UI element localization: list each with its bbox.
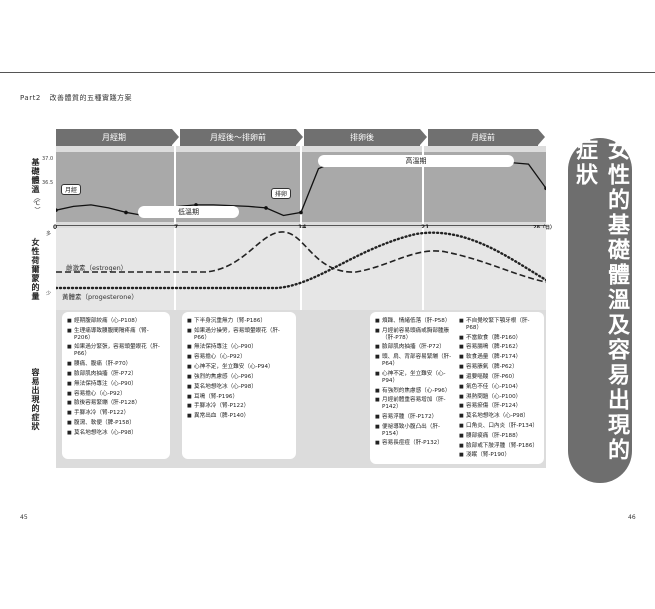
- symptom-item: 還要嘔酸（肝-P60）: [459, 374, 539, 381]
- hormone-more: 多: [46, 231, 52, 237]
- symptom-item: 莫名地想吃冰（心-P98）: [187, 384, 291, 391]
- symptom-item: 月經前容易頭痛或胸部腫脹（肝-P78）: [375, 328, 455, 342]
- symptom-item: 臉部肌肉抽搐（肝-P72）: [67, 371, 165, 378]
- hormone-chart: [56, 228, 546, 310]
- day-21: 21: [421, 224, 430, 231]
- phase-menstrual: 月經期: [56, 129, 179, 146]
- phase-pre-menstrual: 月經前: [428, 129, 545, 146]
- symptom-item: 耳鳴（腎-P196）: [187, 394, 291, 401]
- symptom-item: 經期腹部絞痛（心-P108）: [67, 318, 165, 325]
- bbt-point: [124, 210, 128, 215]
- page-title: 女性的基礎體溫及容易出現的症狀: [572, 138, 629, 463]
- symptoms-post-menstrual: 下半身沉重無力（腎-P186） 如果過分操勞，容易頭暈眼花（肝-P66） 無法保持專…: [182, 312, 296, 459]
- symptom-item: 容易瘀傷（肝-P124）: [459, 403, 539, 410]
- symptom-item: 濕熱問題（心-P100）: [459, 394, 539, 401]
- day-7: 7: [174, 224, 179, 231]
- symptom-item: 臉部或下肢浮腫（腎-P186）: [459, 443, 539, 450]
- symptom-item: 強烈的焦慮感（心-P96）: [187, 374, 291, 381]
- page-number-left: 45: [20, 514, 28, 521]
- temp-tick-37: 37.0: [42, 156, 54, 162]
- symptom-item: 臉後容易緊繃（肝-P128）: [67, 400, 165, 407]
- progesterone-label: 黃體素（progesterone）: [62, 293, 138, 301]
- symptom-item: 手腳冰冷（腎-P122）: [187, 403, 291, 410]
- symptom-item: 心神不定，坐立難安（心-P94）: [187, 364, 291, 371]
- header-part: Part2: [20, 94, 41, 102]
- symptom-item: 如果過分緊張，容易頭暈眼花（肝-P66）: [67, 344, 165, 358]
- phase-post-ovulation: 排卵後: [304, 129, 427, 146]
- estrogen-line: [56, 231, 546, 283]
- symptom-item: 不自覺咬緊下顎牙根（肝-P68）: [459, 318, 539, 332]
- symptom-item: 容易腸鳴（脾-P162）: [459, 344, 539, 351]
- symptoms-label: 容易出現的症狀: [31, 368, 40, 431]
- symptom-item: 口角炎、口內炎（肝-P134）: [459, 423, 539, 430]
- page-header: Part2 改善體質的五種實踐方案: [20, 93, 132, 103]
- symptom-item: 莫名地想吃冰（心-P98）: [67, 430, 165, 437]
- symptom-item: 腰部痠痛（肝-P188）: [459, 433, 539, 440]
- low-temp-tag: 低溫期: [138, 206, 239, 218]
- bbt-label: 基礎體溫: [31, 158, 40, 194]
- symptom-item: 下半身沉重無力（腎-P186）: [187, 318, 291, 325]
- bbt-unit-label: （℃）: [33, 194, 40, 213]
- high-temp-tag: 高溫期: [318, 155, 514, 167]
- symptoms-luteal: 煩躁、情緒低落（肝-P58） 月經前容易頭痛或胸部腫脹（肝-P78） 臉部肌肉抽搐（…: [370, 312, 544, 464]
- phase-post-menstrual: 月經後～排卵前: [180, 129, 303, 146]
- symptom-list-4: 不自覺咬緊下顎牙根（肝-P68） 不當飲食（脾-P160） 容易腸鳴（脾-P162）…: [459, 318, 539, 458]
- symptom-item: 便祕導致小腹凸出（肝-P154）: [375, 424, 455, 438]
- symptom-item: 有強烈的焦慮感（心-P96）: [375, 388, 455, 395]
- symptom-item: 生理痛導致腰腹間隔疼痛（腎-P206）: [67, 328, 165, 342]
- symptom-item: 如果過分操勞，容易頭暈眼花（肝-P66）: [187, 328, 291, 342]
- symptom-list-2: 下半身沉重無力（腎-P186） 如果過分操勞，容易頭暈眼花（肝-P66） 無法保持專…: [187, 318, 291, 420]
- symptom-item: 月經前體重容易增加（肝-P142）: [375, 397, 455, 411]
- symptom-item: 容易擔心（心-P92）: [187, 354, 291, 361]
- symptom-item: 腹瀉、軟便（脾-P158）: [67, 420, 165, 427]
- hormone-label: 女性荷爾蒙的量: [31, 238, 40, 301]
- symptom-item: 容易長痘痘（肝-P132）: [375, 440, 455, 447]
- bbt-point: [194, 203, 198, 207]
- temp-tick-36-5: 36.5: [42, 180, 54, 186]
- symptom-list-3: 煩躁、情緒低落（肝-P58） 月經前容易頭痛或胸部腫脹（肝-P78） 臉部肌肉抽搐（…: [375, 318, 455, 458]
- symptom-list-1: 經期腹部絞痛（心-P108） 生理痛導致腰腹間隔疼痛（腎-P206） 如果過分緊張，…: [67, 318, 165, 437]
- header-title: 改善體質的五種實踐方案: [49, 94, 133, 102]
- symptom-item: 淺眠（腎-P190）: [459, 452, 539, 459]
- symptom-item: 腰痛、腹痛（肝-P70）: [67, 361, 165, 368]
- ovulation-tag: 排卵: [271, 188, 292, 199]
- hormone-less: 少: [46, 291, 52, 297]
- menses-tag: 月經: [61, 184, 82, 195]
- symptom-item: 容易脹氣（脾-P62）: [459, 364, 539, 371]
- page-number-right: 46: [628, 514, 636, 521]
- bbt-point: [299, 210, 303, 215]
- symptom-item: 頭、肩、背部容易緊繃（肝-P64）: [375, 354, 455, 368]
- symptoms-menstrual: 經期腹部絞痛（心-P108） 生理痛導致腰腹間隔疼痛（腎-P206） 如果過分緊張，…: [62, 312, 170, 459]
- symptom-item: 臉部肌肉抽搐（肝-P72）: [375, 344, 455, 351]
- bbt-point: [264, 206, 268, 210]
- day-axis: [56, 225, 546, 226]
- symptom-item: 氣色不佳（心-P104）: [459, 384, 539, 391]
- symptom-item: 無法保持專注（心-P90）: [67, 381, 165, 388]
- symptom-item: 手腳冰冷（腎-P122）: [67, 410, 165, 417]
- symptom-item: 煩躁、情緒低落（肝-P58）: [375, 318, 455, 325]
- symptom-item: 不當飲食（脾-P160）: [459, 335, 539, 342]
- bbt-point: [544, 186, 546, 191]
- symptom-item: 軟食過量（脾-P174）: [459, 354, 539, 361]
- symptom-item: 心神不定，坐立難安（心-P94）: [375, 371, 455, 385]
- day-14: 14: [298, 224, 307, 231]
- symptom-item: 無法保持專注（心-P90）: [187, 344, 291, 351]
- estrogen-label: 雌激素（estrogen）: [66, 264, 128, 272]
- symptom-item: 莫名地想吃冰（心-P98）: [459, 413, 539, 420]
- title-box: 女性的基礎體溫及容易出現的症狀: [568, 138, 632, 483]
- symptom-item: 異常出血（脾-P140）: [187, 413, 291, 420]
- top-rule: [0, 72, 655, 73]
- bbt-point: [56, 208, 58, 212]
- day-0: 0: [53, 224, 58, 231]
- symptom-item: 容易擔心（心-P92）: [67, 391, 165, 398]
- symptom-item: 容易浮腫（肝-P172）: [375, 414, 455, 421]
